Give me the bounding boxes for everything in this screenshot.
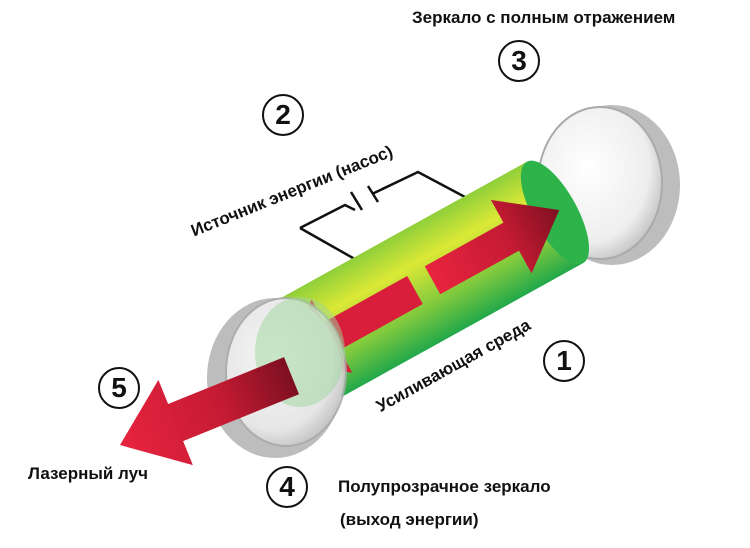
partial-mirror-sublabel: (выход энергии)	[340, 510, 479, 529]
number-2-badge: 2	[262, 94, 304, 136]
number-3-badge: 3	[498, 40, 540, 82]
full-mirror-label: Зеркало с полным отражением	[412, 8, 676, 27]
number-1-badge: 1	[543, 340, 585, 382]
laser-beam-label: Лазерный луч	[28, 464, 148, 483]
number-4-badge: 4	[266, 466, 308, 508]
partial-mirror-label: Полупрозрачное зеркало	[338, 477, 551, 496]
number-5-badge: 5	[98, 367, 140, 409]
laser-beam-arrow	[120, 357, 300, 466]
pump-circuit	[299, 170, 466, 264]
